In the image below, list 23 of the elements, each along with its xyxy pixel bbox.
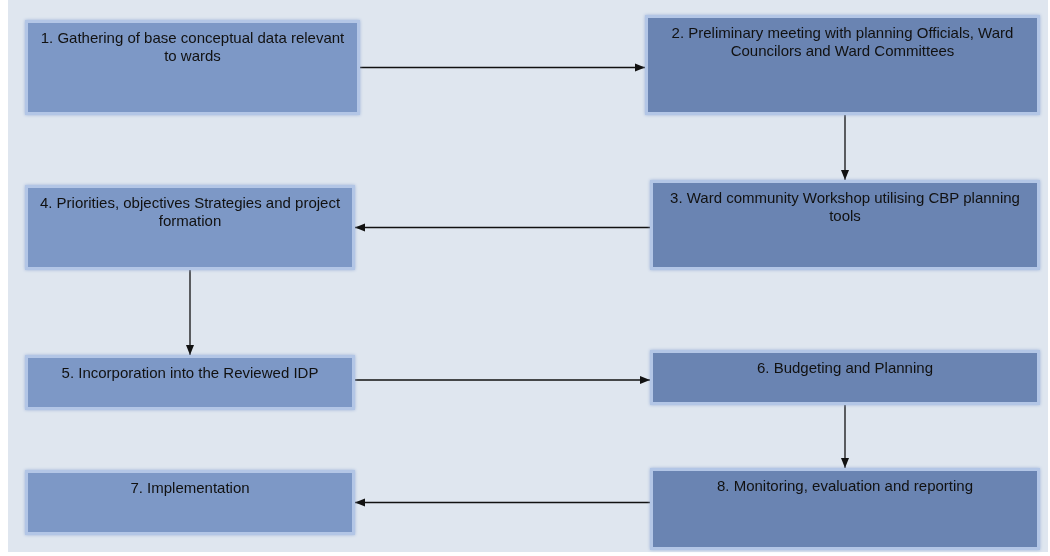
process-box [650, 180, 1040, 270]
arrow [840, 404, 850, 469]
step-label: 4. Priorities, objectives Strategies and project formation [38, 194, 342, 231]
arrow [359, 63, 646, 72]
step-label: 1. Gathering of base conceptual data relevant to wards [39, 29, 346, 66]
arrow [185, 269, 195, 356]
process-box [645, 15, 1040, 115]
arrow [354, 223, 651, 232]
step-label: 2. Preliminary meeting with planning Officials, Ward Councilors and Ward Committees [670, 24, 1015, 61]
process-box [25, 470, 355, 535]
process-box [25, 355, 355, 410]
step-label: 8. Monitoring, evaluation and reporting [717, 477, 973, 496]
process-box [25, 185, 355, 270]
arrow [840, 114, 850, 181]
step-label: 7. Implementation [130, 479, 250, 498]
step-label: 3. Ward community Workshop utilising CBP planning tools [669, 189, 1021, 226]
step-label: 5. Incorporation into the Reviewed IDP [61, 364, 319, 383]
arrow [354, 375, 651, 385]
arrow [354, 498, 651, 507]
process-box [650, 468, 1040, 550]
step-label: 6. Budgeting and Planning [757, 359, 933, 378]
process-box [650, 350, 1040, 405]
process-box [25, 20, 360, 115]
